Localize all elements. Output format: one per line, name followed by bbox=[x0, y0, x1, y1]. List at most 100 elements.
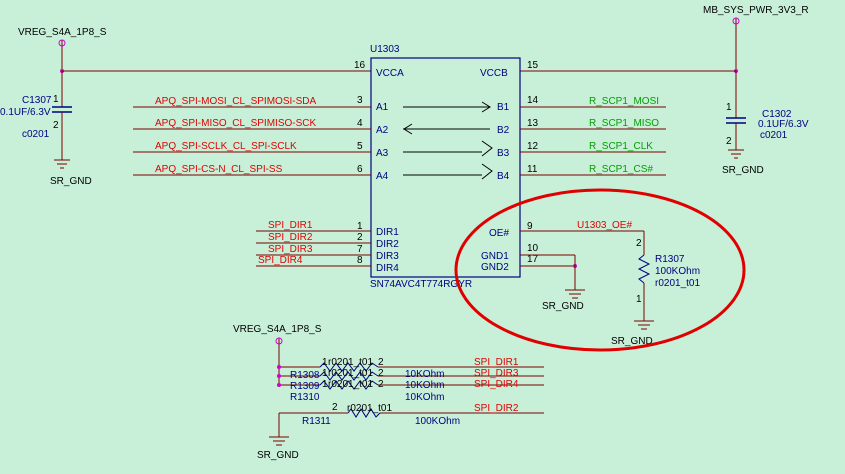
r1309-ref: R1309 bbox=[290, 381, 320, 392]
pin-a2: A2 bbox=[376, 125, 389, 136]
r1307-gnd-label: SR_GND bbox=[611, 336, 653, 347]
r1307-value: 100KOhm bbox=[655, 266, 700, 277]
mb-sys-label: MB_SYS_PWR_3V3_R bbox=[703, 5, 809, 16]
pin-oe: OE# bbox=[489, 228, 509, 239]
net-b1-label: R_SCP1_MOSI bbox=[589, 96, 659, 107]
pin-b3: B3 bbox=[497, 148, 510, 159]
pin-dir4: DIR4 bbox=[376, 263, 399, 274]
rnet-footprint-4: r0201_t01 bbox=[347, 403, 392, 414]
num-gnd2: 17 bbox=[527, 254, 539, 265]
c1302-ref: C1302 bbox=[762, 109, 792, 120]
r1311-ref: R1311 bbox=[302, 416, 331, 427]
c1302-pin1: 1 bbox=[726, 102, 732, 113]
num-dir1: 1 bbox=[357, 221, 363, 232]
chip-body bbox=[370, 57, 521, 278]
num-vcca: 16 bbox=[354, 60, 366, 71]
c1307-pin2: 2 bbox=[53, 120, 59, 131]
rnet-footprint-1: r0201_t01 bbox=[328, 357, 373, 368]
rnet-pin-a3: 1 bbox=[322, 379, 328, 390]
a-side-nets: APQ_SPI-MOSI_CL_SPIMOSI-SDA APQ_SPI-MISO… bbox=[133, 96, 371, 176]
r1311-value: 100KOhm bbox=[415, 416, 460, 427]
rnet-pin-b2: 2 bbox=[378, 368, 384, 379]
pin-gnd1: GND1 bbox=[481, 251, 509, 262]
rnet-value-3: 10KOhm bbox=[405, 392, 444, 403]
net-dir1-label: SPI_DIR1 bbox=[268, 220, 313, 231]
net-a2-label: APQ_SPI-MISO_CL_SPIMISO-SCK bbox=[155, 118, 316, 129]
r1310-ref: R1310 bbox=[290, 392, 320, 403]
pin-dir2: DIR2 bbox=[376, 239, 399, 250]
num-oe: 9 bbox=[527, 221, 533, 232]
num-b3: 12 bbox=[527, 141, 539, 152]
net-dir3-label: SPI_DIR3 bbox=[268, 244, 313, 255]
pin-b4: B4 bbox=[497, 171, 510, 182]
c1302-value: 0.1UF/6.3V bbox=[758, 119, 809, 130]
num-a1: 3 bbox=[357, 95, 363, 106]
num-a3: 5 bbox=[357, 141, 363, 152]
c1307-value: 0.1UF/6.3V bbox=[0, 107, 51, 118]
r1311-pin: 2 bbox=[332, 402, 338, 413]
vreg-top-power: VREG_S4A_1P8_S bbox=[18, 27, 107, 73]
pin-dir1: DIR1 bbox=[376, 227, 399, 238]
pin-a1: A1 bbox=[376, 102, 389, 113]
vreg-bottom-label: VREG_S4A_1P8_S bbox=[233, 324, 322, 335]
direction-arrows bbox=[403, 101, 493, 180]
rnet-footprint-3: r0201_t01 bbox=[328, 379, 373, 390]
num-gnd1: 10 bbox=[527, 243, 539, 254]
oe-gnd-section: U1303_OE# 2 1 R1307 100KOhm r0201_t01 SR… bbox=[454, 188, 746, 352]
pin-vccb: VCCB bbox=[480, 68, 508, 79]
net-oe-label: U1303_OE# bbox=[577, 220, 632, 231]
chip-gnd-label: SR_GND bbox=[542, 301, 584, 312]
num-dir3: 7 bbox=[357, 244, 363, 255]
rnet-net-dir1: SPI_DIR1 bbox=[474, 357, 519, 368]
vreg-top-label: VREG_S4A_1P8_S bbox=[18, 27, 107, 38]
rnet-pin-b3: 2 bbox=[378, 379, 384, 390]
num-dir4: 8 bbox=[357, 255, 363, 266]
net-dir2-label: SPI_DIR2 bbox=[268, 232, 313, 243]
net-a4-label: APQ_SPI-CS-N_CL_SPI-SS bbox=[155, 164, 283, 175]
rnet-pin-a1: 1 bbox=[322, 357, 328, 368]
r1307-footprint: r0201_t01 bbox=[655, 278, 700, 289]
rnet-net-dir2: SPI_DIR2 bbox=[474, 403, 519, 414]
chip-part: SN74AVC4T774RGYR bbox=[370, 279, 472, 290]
num-b2: 13 bbox=[527, 118, 539, 129]
net-b2-label: R_SCP1_MISO bbox=[589, 118, 659, 129]
chip-ref: U1303 bbox=[370, 44, 400, 55]
capacitor-c1307: C1307 0.1UF/6.3V c0201 1 2 SR_GND bbox=[0, 71, 92, 187]
capacitor-c1302: C1302 0.1UF/6.3V c0201 1 2 SR_GND bbox=[722, 71, 809, 176]
pin-a3: A3 bbox=[376, 148, 389, 159]
rnet-pin-a2: 1 bbox=[322, 368, 328, 379]
r1308-ref: R1308 bbox=[290, 370, 320, 381]
net-a1-label: APQ_SPI-MOSI_CL_SPIMOSI-SDA bbox=[155, 96, 316, 107]
c1302-gnd-label: SR_GND bbox=[722, 165, 764, 176]
pin-b2: B2 bbox=[497, 125, 510, 136]
pin-dir3: DIR3 bbox=[376, 251, 399, 262]
net-b4-label: R_SCP1_CS# bbox=[589, 164, 653, 175]
pin-vcca: VCCA bbox=[376, 68, 404, 79]
pin-b1: B1 bbox=[497, 102, 510, 113]
net-b3-label: R_SCP1_CLK bbox=[589, 141, 653, 152]
r1307-pin1: 1 bbox=[636, 294, 642, 305]
c1307-pin1: 1 bbox=[53, 94, 59, 105]
r1307-pin2: 2 bbox=[636, 238, 642, 249]
net-dir4-label: SPI_DIR4 bbox=[258, 255, 303, 266]
annotation-circle bbox=[454, 188, 746, 352]
chip-u1303: U1303 SN74AVC4T774RGYR VCCA A1 A2 A3 A4 … bbox=[354, 44, 539, 290]
pull-resistor-network: VREG_S4A_1P8_S r0201_t01 r0201_t01 r0201… bbox=[233, 324, 544, 461]
num-b4: 11 bbox=[527, 164, 538, 175]
rnet-pin-b1: 2 bbox=[378, 357, 384, 368]
num-a4: 6 bbox=[357, 164, 363, 175]
dir-nets: SPI_DIR1 SPI_DIR2 SPI_DIR3 SPI_DIR4 bbox=[256, 220, 371, 267]
r1307-ref: R1307 bbox=[655, 254, 685, 265]
rnet-value-1: 10KOhm bbox=[405, 369, 444, 380]
num-b1: 14 bbox=[527, 95, 539, 106]
num-vccb: 15 bbox=[527, 60, 539, 71]
num-a2: 4 bbox=[357, 118, 363, 129]
pin-gnd2: GND2 bbox=[481, 262, 509, 273]
b-side-nets: R_SCP1_MOSI R_SCP1_MISO R_SCP1_CLK R_SCP… bbox=[520, 96, 666, 176]
pin-a4: A4 bbox=[376, 171, 389, 182]
c1307-gnd-label: SR_GND bbox=[50, 176, 92, 187]
c1307-footprint: c0201 bbox=[22, 129, 50, 140]
c1307-ref: C1307 bbox=[22, 95, 52, 106]
c1302-footprint: c0201 bbox=[760, 130, 788, 141]
